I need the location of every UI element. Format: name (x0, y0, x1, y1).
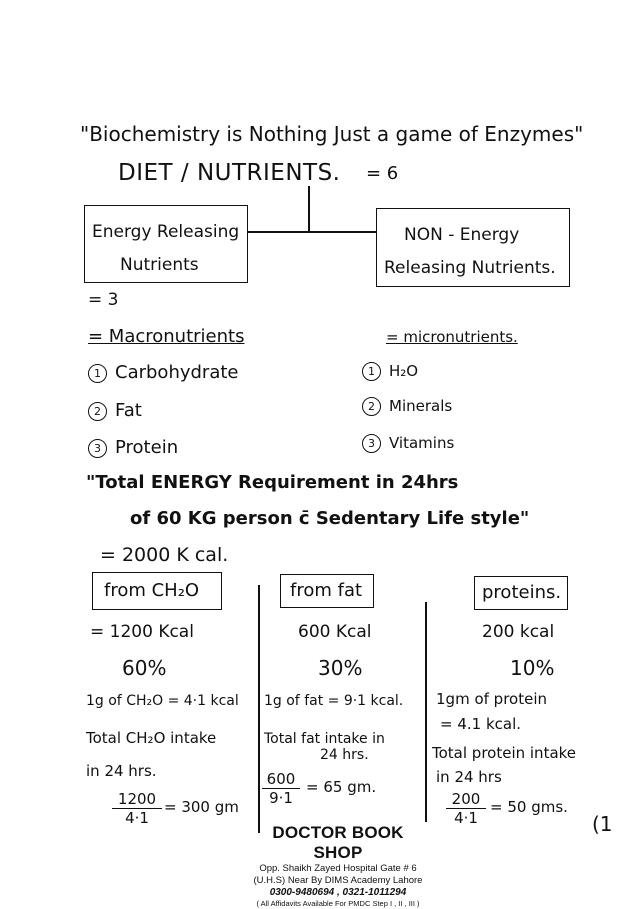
carb-header: from CH₂O (104, 580, 200, 601)
total-energy: = 2000 K cal. (100, 544, 229, 566)
carb-intake-line1: Total CH₂O intake (86, 729, 217, 747)
non-energy-box (376, 208, 570, 287)
quote-text: "Biochemistry is Nothing Just a game of … (80, 122, 584, 146)
fat-intake-line1: Total fat intake in (264, 731, 385, 747)
micro-item: 2 Minerals (362, 397, 452, 416)
micro-item-label: H₂O (389, 362, 419, 380)
micro-item-number: 3 (362, 434, 381, 453)
macro-item: 2 Fat (88, 400, 142, 421)
non-energy-line1: NON - Energy (404, 225, 520, 245)
fat-denominator: 9·1 (269, 789, 293, 807)
protein-intake-line1: Total protein intake (432, 744, 577, 762)
micro-item-number: 1 (362, 362, 381, 381)
page-title: DIET / NUTRIENTS. (118, 160, 341, 186)
fat-fraction: 600 9·1 (262, 770, 300, 807)
macro-item-label: Protein (115, 437, 179, 458)
fat-numerator: 600 (262, 770, 300, 789)
protein-header-box (474, 576, 568, 610)
macro-item: 1 Carbohydrate (88, 362, 239, 383)
energy-statement-line1: "Total ENERGY Requirement in 24hrs (86, 472, 459, 493)
title-count: = 6 (366, 163, 399, 184)
carb-result: = 300 gm (164, 798, 239, 816)
protein-percent: 10% (510, 656, 555, 680)
fat-kcal: 600 Kcal (298, 622, 372, 642)
micro-item-number: 2 (362, 397, 381, 416)
protein-result: = 50 gms. (490, 798, 568, 816)
non-energy-line2: Releasing Nutrients. (384, 258, 556, 278)
fat-header: from fat (290, 580, 363, 601)
protein-intake-line2: in 24 hrs (436, 768, 502, 786)
carb-denominator: 4·1 (125, 809, 149, 827)
protein-denominator: 4·1 (454, 809, 478, 827)
shop-address-line2: (U.H.S) Near By DIMS Academy Lahore (253, 875, 423, 886)
carb-intake-line2: in 24 hrs. (86, 762, 157, 780)
protein-kcal: 200 kcal (482, 622, 555, 642)
macro-item-label: Carbohydrate (115, 362, 239, 383)
micro-item: 1 H₂O (362, 362, 418, 381)
micro-item: 3 Vitamins (362, 434, 454, 453)
shop-name: DOCTOR BOOK SHOP (272, 823, 404, 862)
shop-address-line1: Opp. Shaikh Zayed Hospital Gate # 6 (259, 863, 417, 874)
column-divider-right (425, 602, 427, 822)
carb-fraction: 1200 4·1 (112, 790, 162, 827)
fat-intake-line2: 24 hrs. (320, 747, 369, 763)
carb-percent: 60% (122, 656, 167, 680)
carb-kcal: = 1200 Kcal (90, 622, 194, 642)
column-divider-left (258, 585, 260, 833)
tree-stem-line (308, 186, 310, 232)
protein-rule-line2: = 4.1 kcal. (440, 715, 522, 733)
macronutrients-heading: = Macronutrients (88, 326, 245, 347)
page-number: (1 (592, 812, 613, 836)
macro-item-label: Fat (115, 400, 142, 421)
fat-rule: 1g of fat = 9·1 kcal. (264, 693, 404, 709)
micronutrients-heading: = micronutrients. (386, 328, 518, 346)
left-count: = 3 (88, 290, 119, 310)
energy-statement-line2: of 60 KG person c̄ Sedentary Life style" (130, 508, 530, 529)
shop-phone: 0300-9480694 , 0321-1011294 (269, 887, 407, 898)
macro-item-number: 1 (88, 363, 107, 383)
protein-rule-line1: 1gm of protein (436, 690, 547, 708)
tree-branch-line (247, 231, 377, 233)
carb-header-box (92, 572, 222, 610)
shop-note: ( All Affidavits Available For PMDC Step… (256, 899, 420, 908)
macro-item-number: 3 (88, 438, 107, 458)
macro-item-number: 2 (88, 401, 107, 421)
fat-header-box (280, 574, 374, 608)
shop-stamp: DOCTOR BOOK SHOP Opp. Shaikh Zayed Hospi… (248, 823, 428, 909)
protein-header: proteins. (482, 582, 562, 603)
energy-releasing-box (84, 205, 248, 283)
micro-item-label: Minerals (389, 397, 453, 415)
micro-item-label: Vitamins (389, 434, 455, 452)
protein-fraction: 200 4·1 (446, 790, 486, 827)
energy-releasing-line1: Energy Releasing (92, 222, 240, 242)
macro-item: 3 Protein (88, 437, 178, 458)
fat-result: = 65 gm. (306, 778, 377, 796)
fat-percent: 30% (318, 656, 363, 680)
energy-releasing-line2: Nutrients (120, 255, 199, 275)
carb-numerator: 1200 (112, 790, 162, 809)
carb-rule: 1g of CH₂O = 4·1 kcal (86, 693, 239, 709)
protein-numerator: 200 (446, 790, 486, 809)
